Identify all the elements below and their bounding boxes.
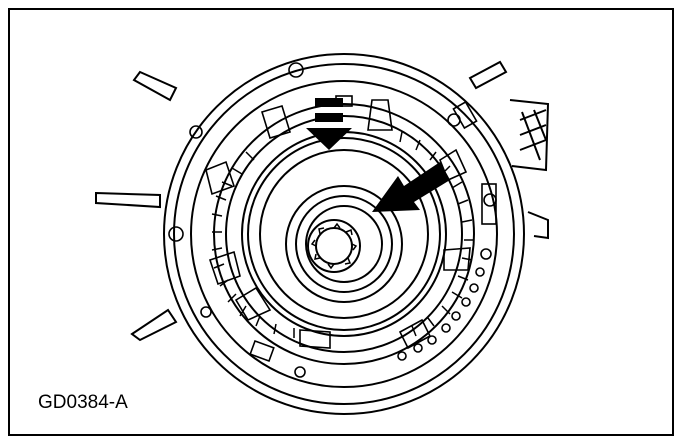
angled-pointer-arrow	[372, 162, 450, 212]
dashed-down-arrow	[306, 98, 352, 150]
housing-spline-teeth	[211, 131, 474, 338]
mounting-ribs	[95, 60, 550, 342]
center-hub	[285, 185, 403, 303]
figure-id-label: GD0384-A	[38, 392, 128, 413]
